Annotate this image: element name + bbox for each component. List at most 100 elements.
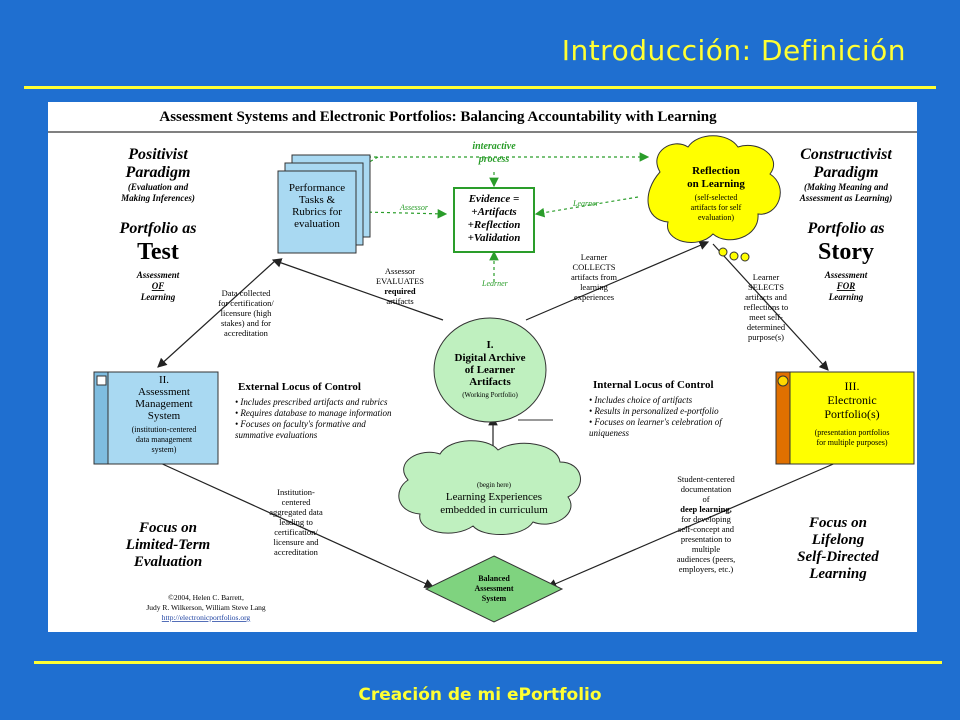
left-paradigm-heading-1: Positivist xyxy=(127,146,188,163)
collected-line-3: licensure (high xyxy=(221,308,272,318)
credits: ©2004, Helen C. Barrett, Judy R. Wilkers… xyxy=(146,593,266,622)
learner-label-top: Learner xyxy=(572,199,600,208)
selects-line-7: purpose(s) xyxy=(748,332,784,342)
mgmt-line-4: System xyxy=(148,410,181,422)
arrow-tasks-to-mgmt xyxy=(157,259,277,368)
arrow-reflection-to-eport xyxy=(712,243,829,371)
collects-line-3: artifacts from xyxy=(571,272,617,282)
credits-line-1: ©2004, Helen C. Barrett, xyxy=(168,593,244,602)
evaluates-line-4: artifacts xyxy=(386,296,413,306)
reflection-line-2: on Learning xyxy=(687,178,745,190)
evaluates-line-2: EVALUATES xyxy=(376,276,424,286)
right-paradigm-sub-1: (Making Meaning and xyxy=(804,182,889,192)
tasks-line-4: evaluation xyxy=(294,218,340,230)
right-assessment-2: FOR xyxy=(836,281,856,291)
external-locus-item-4: summative evaluations xyxy=(235,430,318,440)
institution-line-4: leading to xyxy=(279,517,313,527)
data-collected: Data collected for certification/ licens… xyxy=(218,288,274,338)
assessment-management-system: II. Assessment Management System (instit… xyxy=(93,371,219,465)
focus-left-line-1: Focus on xyxy=(138,520,197,536)
tasks-line-1: Performance xyxy=(289,182,345,194)
learner-selects: Learner SELECTS artifacts and reflection… xyxy=(744,272,789,342)
selects-line-2: SELECTS xyxy=(748,282,784,292)
student-line-8: multiple xyxy=(692,544,721,554)
mgmt-line-5: (institution-centered xyxy=(132,425,197,434)
learner-label-mid: Learner xyxy=(481,279,509,288)
archive-line-4: Artifacts xyxy=(469,376,511,388)
left-assessment-3: Learning xyxy=(140,292,176,302)
left-paradigm-sub-2: Making Inferences) xyxy=(120,193,195,203)
eport-line-1: III. xyxy=(845,379,860,393)
eport-line-3: Portfolio(s) xyxy=(824,407,879,421)
internal-locus-item-1: • Includes choice of artifacts xyxy=(589,395,693,405)
student-line-4: deep learning, xyxy=(680,504,731,514)
focus-left-line-2: Limited-Term xyxy=(125,537,210,553)
learner-collects: Learner COLLECTS artifacts from learning… xyxy=(571,252,617,302)
tasks-line-3: Rubrics for xyxy=(292,206,342,218)
process-line-1: interactive xyxy=(472,141,516,152)
institution-line-2: centered xyxy=(282,497,312,507)
collects-line-5: experiences xyxy=(574,292,614,302)
performance-tasks-stack: Performance Tasks & Rubrics for evaluati… xyxy=(277,154,371,254)
evidence-line-1: Evidence = xyxy=(468,193,520,205)
right-assessment-1: Assessment xyxy=(824,270,868,280)
student-line-7: presentation to xyxy=(681,534,731,544)
mgmt-line-7: system) xyxy=(152,445,177,454)
evidence-line-2: +Artifacts xyxy=(471,206,516,218)
evidence-line-4: +Validation xyxy=(468,232,521,244)
mgmt-line-2: Assessment xyxy=(138,386,190,398)
arrow-learner-evidence xyxy=(534,196,639,218)
right-paradigm: Constructivist Paradigm (Making Meaning … xyxy=(799,146,893,302)
collected-line-2: for certification/ xyxy=(218,298,274,308)
right-assessment-3: Learning xyxy=(828,292,864,302)
archive-line-1: I. xyxy=(486,339,493,351)
arrow-archive-to-tasks xyxy=(271,258,444,321)
student-line-1: Student-centered xyxy=(677,474,735,484)
slide-title: Introducción: Definición xyxy=(561,34,906,67)
eport-line-2: Electronic xyxy=(827,393,876,407)
collects-line-4: learning xyxy=(580,282,609,292)
evaluates-line-3: required xyxy=(384,286,416,296)
left-paradigm-sub-1: (Evaluation and xyxy=(128,182,189,192)
slide-footer: Creación de mi ePortfolio xyxy=(358,685,602,705)
student-centered: Student-centered documentation of deep l… xyxy=(677,474,736,574)
evaluates-line-1: Assessor xyxy=(385,266,415,276)
right-metaphor: Story xyxy=(818,239,874,265)
assessor-label: Assessor xyxy=(399,203,429,212)
selects-line-4: reflections to xyxy=(744,302,789,312)
left-portfolio-as: Portfolio as xyxy=(119,220,197,237)
credits-link[interactable]: http://electronicportfolios.org xyxy=(162,613,251,622)
digital-archive: I. Digital Archive of Learner Artifacts … xyxy=(433,317,553,423)
top-divider xyxy=(24,86,936,89)
reflection-line-5: evaluation) xyxy=(698,213,734,222)
electronic-portfolio-box: III. Electronic Portfolio(s) (presentati… xyxy=(775,371,915,465)
external-locus-heading: External Locus of Control xyxy=(238,381,361,393)
mgmt-line-1: II. xyxy=(159,374,169,386)
reflection-line-4: artifacts for self xyxy=(691,203,742,212)
external-locus-item-1: • Includes prescribed artifacts and rubr… xyxy=(235,397,388,407)
diagram-title: Assessment Systems and Electronic Portfo… xyxy=(159,109,717,125)
balanced-line-3: System xyxy=(482,594,507,603)
internal-locus: Internal Locus of Control • Includes cho… xyxy=(589,379,723,438)
reflection-cloud: Reflection on Learning (self-selected ar… xyxy=(647,135,781,262)
focus-left-line-3: Evaluation xyxy=(133,554,202,570)
internal-locus-heading: Internal Locus of Control xyxy=(593,379,714,391)
bottom-divider xyxy=(34,661,942,664)
institution-line-6: licensure and xyxy=(273,537,319,547)
archive-line-5: (Working Portfolio) xyxy=(462,391,518,399)
experiences-line-3: embedded in curriculum xyxy=(440,504,548,516)
mgmt-line-6: data management xyxy=(136,435,193,444)
arrow-mgmt-to-balanced xyxy=(157,461,435,588)
balanced-line-1: Balanced xyxy=(478,574,510,583)
student-line-5: for developing xyxy=(681,514,732,524)
experiences-line-1: (begin here) xyxy=(477,481,512,489)
diagram-svg: Assessment Systems and Electronic Portfo… xyxy=(48,109,917,623)
student-line-10: employers, etc.) xyxy=(679,564,734,574)
right-paradigm-heading-2: Paradigm xyxy=(813,164,879,181)
right-portfolio-as: Portfolio as xyxy=(807,220,885,237)
arrow-eport-to-balanced xyxy=(546,461,839,589)
left-assessment-1: Assessment xyxy=(136,270,180,280)
selects-line-3: artifacts and xyxy=(745,292,788,302)
collected-line-1: Data collected xyxy=(222,288,272,298)
assessor-evaluates: Assessor EVALUATES required artifacts xyxy=(376,266,424,306)
